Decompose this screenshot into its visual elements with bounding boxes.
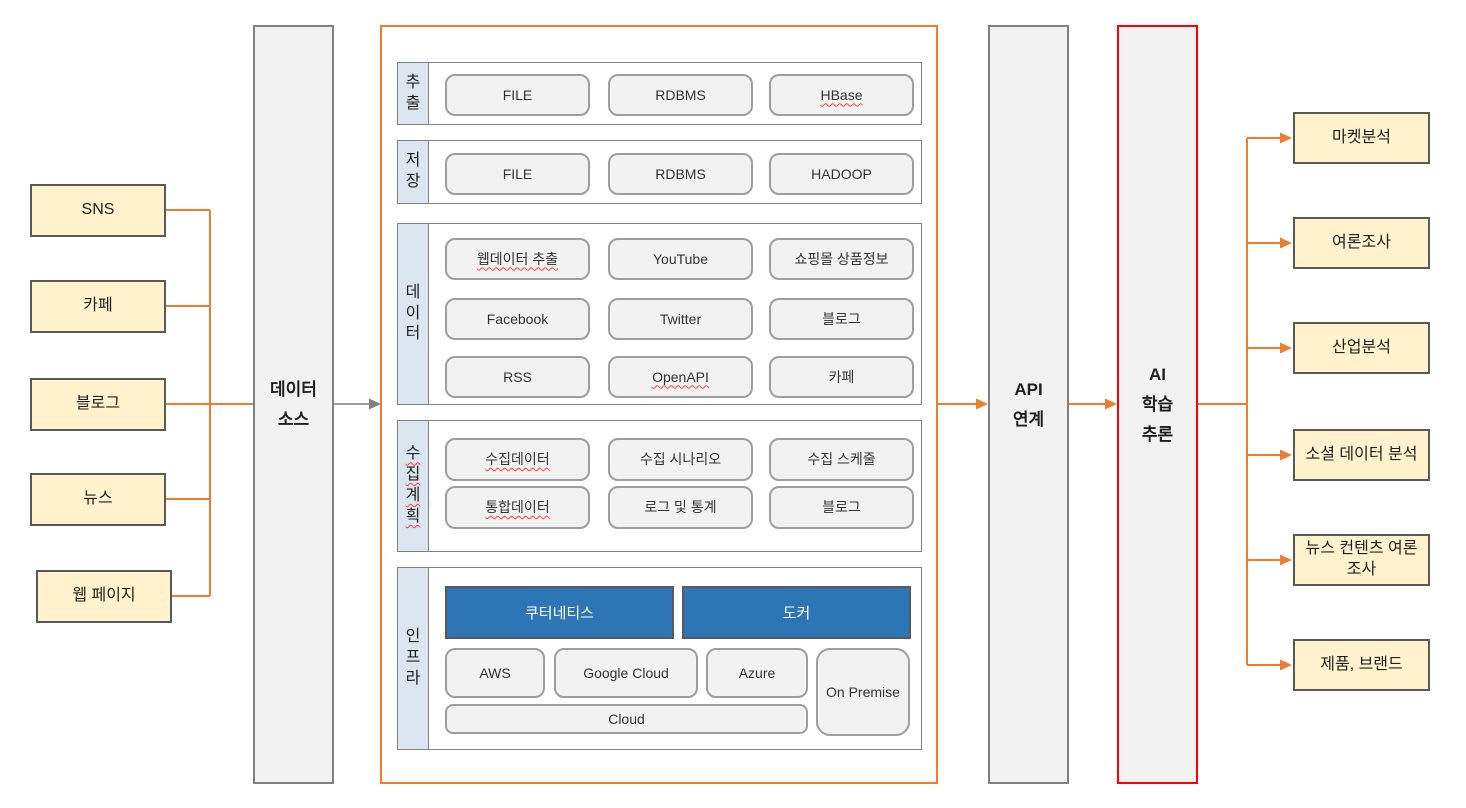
node-on-premise: On Premise [816, 648, 910, 736]
ai-line2: 학습 [1141, 394, 1174, 414]
node-shopping-product: 쇼핑몰 상품정보 [769, 238, 914, 280]
data-source-line2: 소스 [277, 409, 310, 429]
node-blog-plan: 블로그 [769, 486, 914, 529]
node-collection-schedule: 수집 스케줄 [769, 438, 914, 481]
node-log-stats: 로그 및 통계 [608, 486, 753, 529]
node-hadoop: HADOOP [769, 153, 914, 195]
section-data-label: 데이터 [398, 224, 429, 404]
output-box-market-analysis: 마켓분석 [1293, 112, 1430, 164]
section-infra-label: 인프라 [398, 568, 429, 749]
ai-inference-pillar: AI 학습 추론 [1117, 25, 1198, 784]
node-twitter: Twitter [608, 298, 753, 340]
section-label-text: 수집계획 [405, 445, 421, 525]
section-label-text: 인프라 [405, 628, 421, 687]
source-box-webpage: 웹 페이지 [36, 570, 172, 623]
node-aws: AWS [445, 648, 545, 698]
section-storage-label: 저장 [398, 141, 429, 203]
node-docker: 도커 [682, 586, 911, 639]
node-collected-data: 수집데이터 [445, 438, 590, 481]
section-collection-plan: 수집계획 수집데이터 수집 시나리오 수집 스케줄 통합데이터 로그 및 통계 … [397, 420, 922, 552]
section-label-text: 저장 [405, 152, 421, 190]
node-cloud-bar: Cloud [445, 704, 808, 734]
node-facebook: Facebook [445, 298, 590, 340]
node-kubernetes: 쿠터네티스 [445, 586, 674, 639]
gray-arrow [333, 398, 381, 410]
node-file-storage: FILE [445, 153, 590, 195]
api-link-line1: API [1014, 379, 1043, 399]
ai-line3: 추론 [1141, 424, 1174, 444]
section-collection-plan-label: 수집계획 [398, 421, 429, 551]
api-link-line2: 연계 [1012, 409, 1045, 429]
source-box-cafe: 카페 [30, 280, 166, 333]
node-integrated-data: 통합데이터 [445, 486, 590, 529]
output-box-opinion-poll: 여론조사 [1293, 217, 1430, 269]
node-youtube: YouTube [608, 238, 753, 280]
collection-pipeline-container: 추출 FILE RDBMS HBase 저장 FILE RDBMS HADOOP… [380, 25, 938, 784]
ai-line1: AI [1149, 364, 1166, 384]
section-extract-label: 추출 [398, 63, 429, 124]
output-box-news-content-poll: 뉴스 컨텐츠 여론조사 [1293, 534, 1430, 586]
node-rdbms: RDBMS [608, 74, 753, 116]
node-rss: RSS [445, 356, 590, 398]
node-google-cloud: Google Cloud [554, 648, 698, 698]
section-label-text: 데이터 [405, 283, 421, 343]
output-box-product-brand: 제품, 브랜드 [1293, 639, 1430, 691]
node-hbase: HBase [769, 74, 914, 116]
output-box-social-data-analysis: 소셜 데이터 분석 [1293, 429, 1430, 481]
node-cafe: 카페 [769, 356, 914, 398]
section-extract: 추출 FILE RDBMS HBase [397, 62, 922, 125]
node-openapi: OpenAPI [608, 356, 753, 398]
source-box-news: 뉴스 [30, 473, 166, 526]
node-file: FILE [445, 74, 590, 116]
section-label-text: 추출 [405, 73, 421, 112]
data-source-line1: 데이터 [270, 379, 317, 399]
source-box-blog: 블로그 [30, 378, 166, 431]
section-infra: 인프라 쿠터네티스 도커 AWS Google Cloud Azure On P… [397, 567, 922, 750]
section-data: 데이터 웹데이터 추출 YouTube 쇼핑몰 상품정보 Facebook Tw… [397, 223, 922, 405]
node-webdata-extract: 웹데이터 추출 [445, 238, 590, 280]
node-azure: Azure [706, 648, 808, 698]
api-link-pillar: API 연계 [988, 25, 1069, 784]
node-rdbms-storage: RDBMS [608, 153, 753, 195]
node-blog: 블로그 [769, 298, 914, 340]
section-storage: 저장 FILE RDBMS HADOOP [397, 140, 922, 204]
output-box-industry-analysis: 산업분석 [1293, 322, 1430, 374]
data-source-pillar: 데이터 소스 [253, 25, 334, 784]
node-collection-scenario: 수집 시나리오 [608, 438, 753, 481]
source-box-sns: SNS [30, 184, 166, 237]
